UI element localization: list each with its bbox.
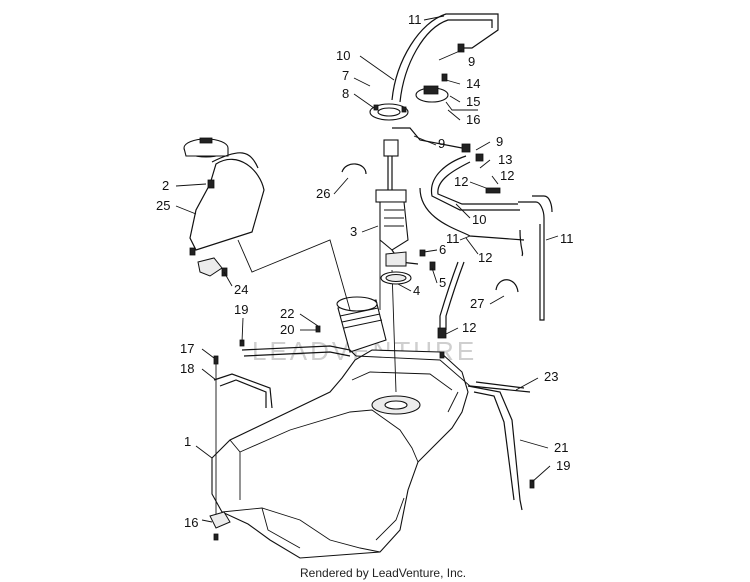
filler-neck <box>336 296 387 353</box>
callout-1: 1 <box>184 434 191 449</box>
callout-16b: 16 <box>184 515 198 530</box>
callout-4: 4 <box>413 283 420 298</box>
leader-pump <box>379 240 397 393</box>
callout-11c: 11 <box>560 231 574 246</box>
hose-10 <box>392 127 520 211</box>
hose-11-right <box>419 187 553 321</box>
callout-16a: 16 <box>466 112 480 127</box>
callout-12d: 12 <box>462 320 476 335</box>
fasteners-5-6 <box>419 249 436 271</box>
callout-21: 21 <box>554 440 568 455</box>
callout-12c: 12 <box>478 250 492 265</box>
fitting-14-15 <box>415 73 478 111</box>
strap-21 <box>467 381 535 511</box>
seal-27 <box>495 279 519 293</box>
callout-5: 5 <box>439 275 446 290</box>
strap-18 <box>213 355 273 409</box>
o-ring <box>380 271 412 285</box>
callout-10a: 10 <box>336 48 350 63</box>
callout-22: 22 <box>280 306 294 321</box>
callout-2: 2 <box>162 178 169 193</box>
callout-13: 13 <box>498 152 512 167</box>
callout-9a: 9 <box>468 54 475 69</box>
callout-27: 27 <box>470 296 484 311</box>
leader-strap-tank <box>355 355 471 387</box>
fuel-pump <box>369 103 419 267</box>
callout-19a: 19 <box>234 302 248 317</box>
callout-6: 6 <box>439 242 446 257</box>
hose-12-down <box>437 261 465 359</box>
fuel-tank <box>211 349 469 559</box>
callout-11b: 11 <box>446 231 460 246</box>
callout-14: 14 <box>466 76 480 91</box>
callout-9b: 9 <box>438 136 445 151</box>
callout-11a: 11 <box>408 12 422 27</box>
footer-credit: Rendered by LeadVenture, Inc. <box>300 566 466 580</box>
callout-7: 7 <box>342 68 349 83</box>
fitting-16-bottom <box>209 511 231 529</box>
callout-18: 18 <box>180 361 194 376</box>
leader-lines <box>175 15 559 523</box>
callout-labels: 1 2 3 4 5 6 7 8 9 9 9 10 10 11 11 11 12 … <box>156 12 574 530</box>
callout-15: 15 <box>466 94 480 109</box>
rod-23 <box>469 385 531 393</box>
callout-25: 25 <box>156 198 170 213</box>
callout-12a: 12 <box>454 174 468 189</box>
callout-26: 26 <box>316 186 330 201</box>
callout-8: 8 <box>342 86 349 101</box>
vent-fitting <box>197 257 228 277</box>
callout-17: 17 <box>180 341 194 356</box>
callout-3: 3 <box>350 224 357 239</box>
callout-19b: 19 <box>556 458 570 473</box>
fuel-cap <box>183 137 265 256</box>
callout-24: 24 <box>234 282 248 297</box>
fuel-gauge-seal <box>341 163 367 175</box>
leader-cap <box>237 239 351 311</box>
strap-20 <box>239 325 357 357</box>
callout-9c: 9 <box>496 134 503 149</box>
callout-20: 20 <box>280 322 294 337</box>
callout-10b: 10 <box>472 212 486 227</box>
callout-23: 23 <box>544 369 558 384</box>
callout-12b: 12 <box>500 168 514 183</box>
hose-11-top <box>391 13 499 103</box>
